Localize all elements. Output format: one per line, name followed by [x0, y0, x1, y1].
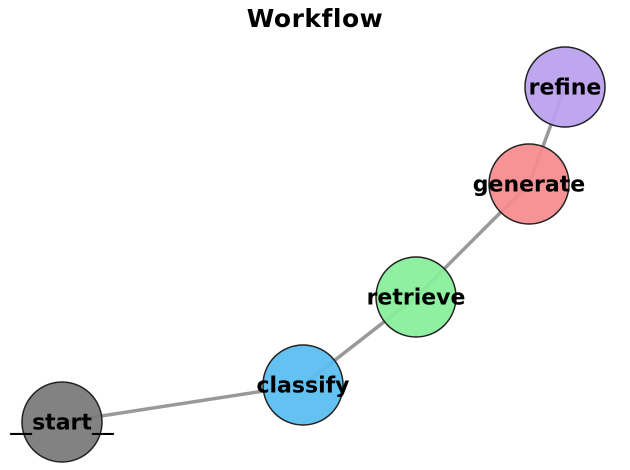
node-generate-label: generate — [473, 173, 585, 198]
node-retrieve-label: retrieve — [367, 286, 466, 311]
node-start-circle — [21, 381, 103, 463]
node-classify-circle — [262, 344, 344, 426]
node-refine-label: refine — [529, 76, 602, 101]
node-refine-circle — [524, 46, 606, 128]
node-classify-label: classify — [256, 374, 349, 399]
node-start-label: __start__ — [10, 411, 114, 436]
diagram-title: Workflow — [246, 4, 384, 33]
node-generate-circle — [488, 143, 570, 225]
node-retrieve-circle — [375, 256, 457, 338]
